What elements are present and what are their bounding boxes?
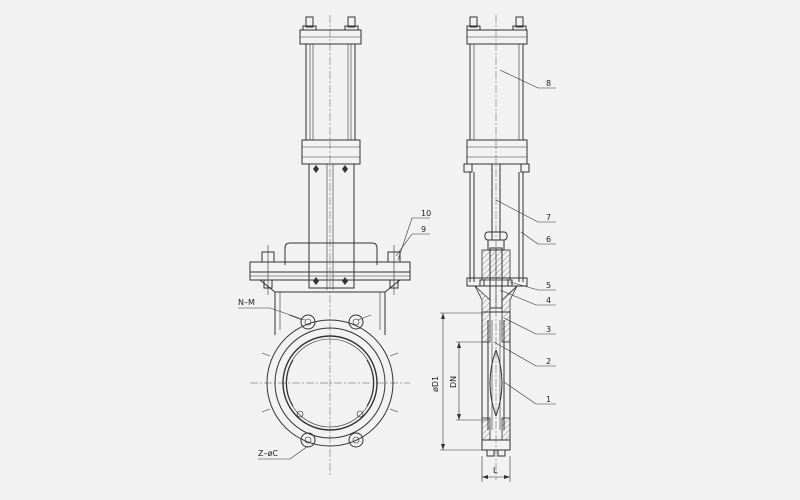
part-number-10: 10	[421, 209, 431, 218]
side-cylinder-body	[469, 44, 524, 140]
side-cylinder-bottom-cap	[466, 139, 528, 165]
side-top-bolts	[466, 16, 527, 31]
side-gland	[481, 247, 511, 309]
dimension-l: L	[481, 456, 511, 482]
part-number-8: 8	[546, 79, 551, 88]
part-number-1: 1	[546, 395, 551, 404]
leader-z-c	[258, 445, 309, 460]
front-flange-bolts	[261, 245, 401, 295]
dimension-dn-label: DN	[449, 376, 458, 388]
side-view: øD1 DN L 8 7 6	[431, 15, 556, 482]
part-number-2: 2	[546, 357, 551, 366]
part-number-9: 9	[421, 225, 426, 234]
part-number-4: 4	[546, 296, 551, 305]
label-z-c: Z–øC	[258, 449, 278, 458]
front-bolt-lugs	[296, 314, 364, 448]
dimension-d1: øD1	[431, 312, 482, 451]
front-top-bolts	[302, 16, 359, 31]
front-cylinder-bottom-cap	[301, 139, 361, 165]
front-bore	[282, 335, 378, 431]
part-leaders: 8 7 6 5 4 3 2 1	[493, 69, 556, 405]
label-n-m: N–M	[238, 298, 255, 307]
dimension-dn: DN	[449, 341, 490, 421]
leader-n-m	[238, 307, 306, 321]
part-number-6: 6	[546, 235, 551, 244]
front-bonnet	[284, 242, 378, 265]
front-yoke-frame	[308, 163, 355, 289]
front-body-outer	[266, 319, 394, 447]
side-flange	[466, 277, 528, 287]
part-number-3: 3	[546, 325, 551, 334]
front-view: N–M Z–øC 10 9	[238, 15, 431, 475]
side-yoke	[469, 172, 524, 282]
side-body	[481, 311, 511, 457]
dimension-l-label: L	[493, 466, 498, 475]
part-number-5: 5	[546, 281, 551, 290]
part-number-7: 7	[546, 213, 551, 222]
dimension-d1-label: øD1	[431, 376, 440, 392]
front-cylinder-body	[305, 44, 356, 140]
